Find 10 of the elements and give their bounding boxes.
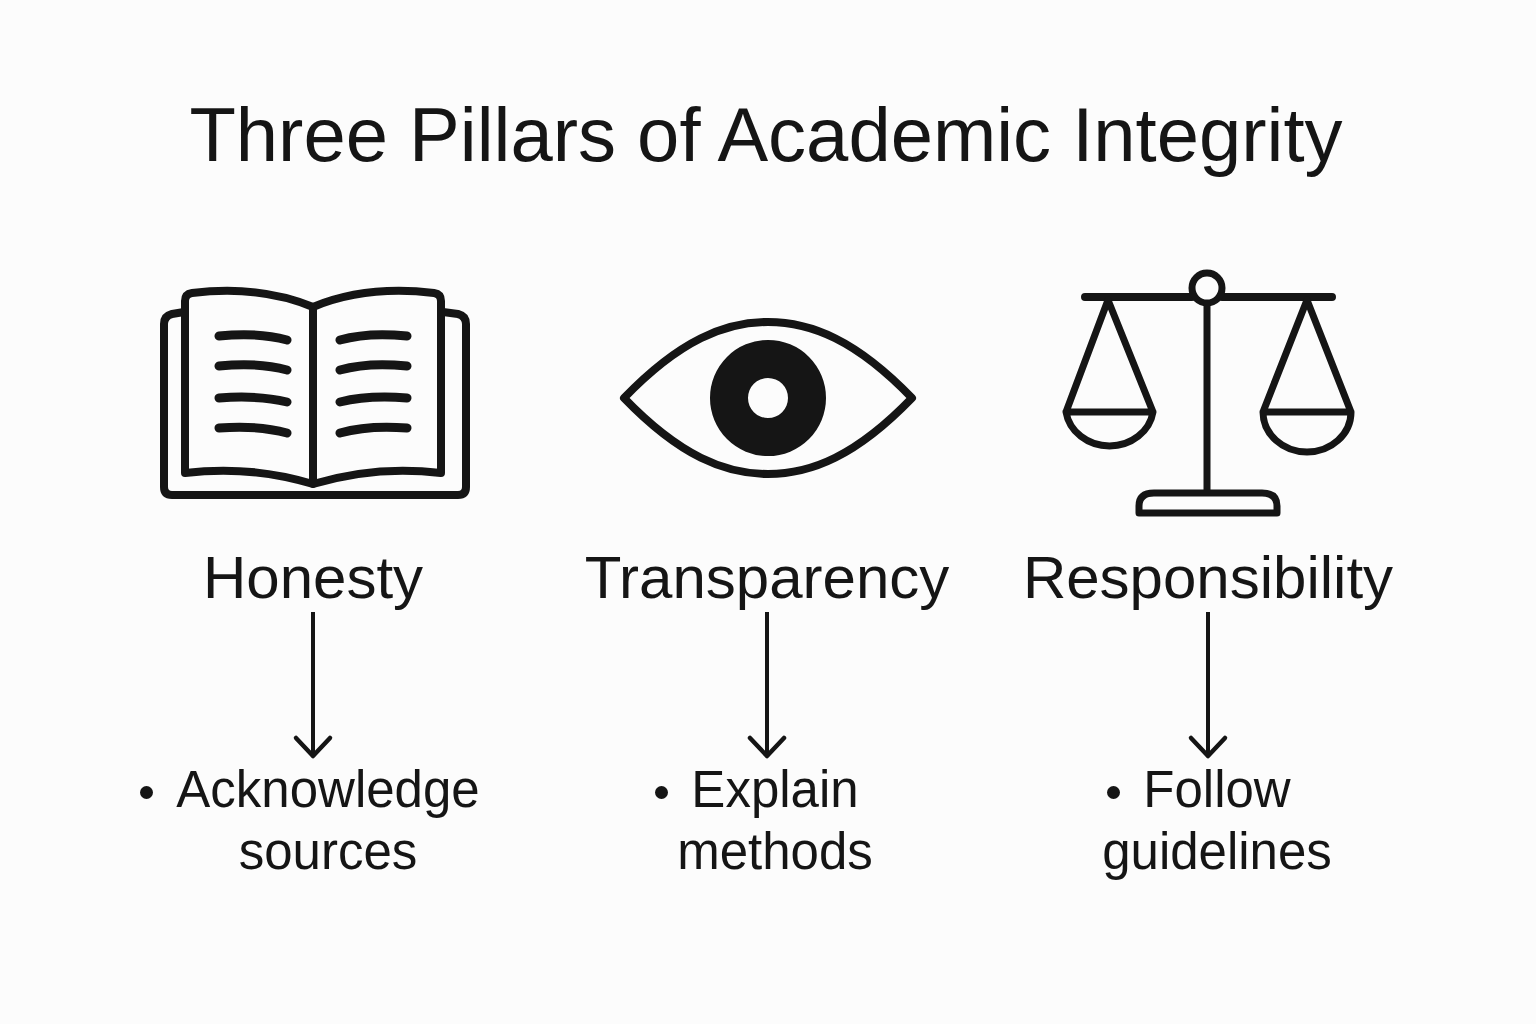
bullet-text: Acknowledge sources	[176, 759, 480, 883]
pillar-heading: Honesty	[202, 544, 424, 612]
bullet-text: Follow guidelines	[1102, 759, 1332, 883]
diagram-title: Three Pillars of Academic Integrity	[189, 91, 1343, 179]
bullet-text: Explain methods	[677, 759, 873, 883]
arrow	[293, 612, 333, 759]
pillar-heading: Responsibility	[1022, 544, 1394, 612]
arrow	[747, 612, 787, 759]
arrow	[1188, 612, 1228, 759]
pillar-heading: Transparency	[584, 544, 950, 612]
